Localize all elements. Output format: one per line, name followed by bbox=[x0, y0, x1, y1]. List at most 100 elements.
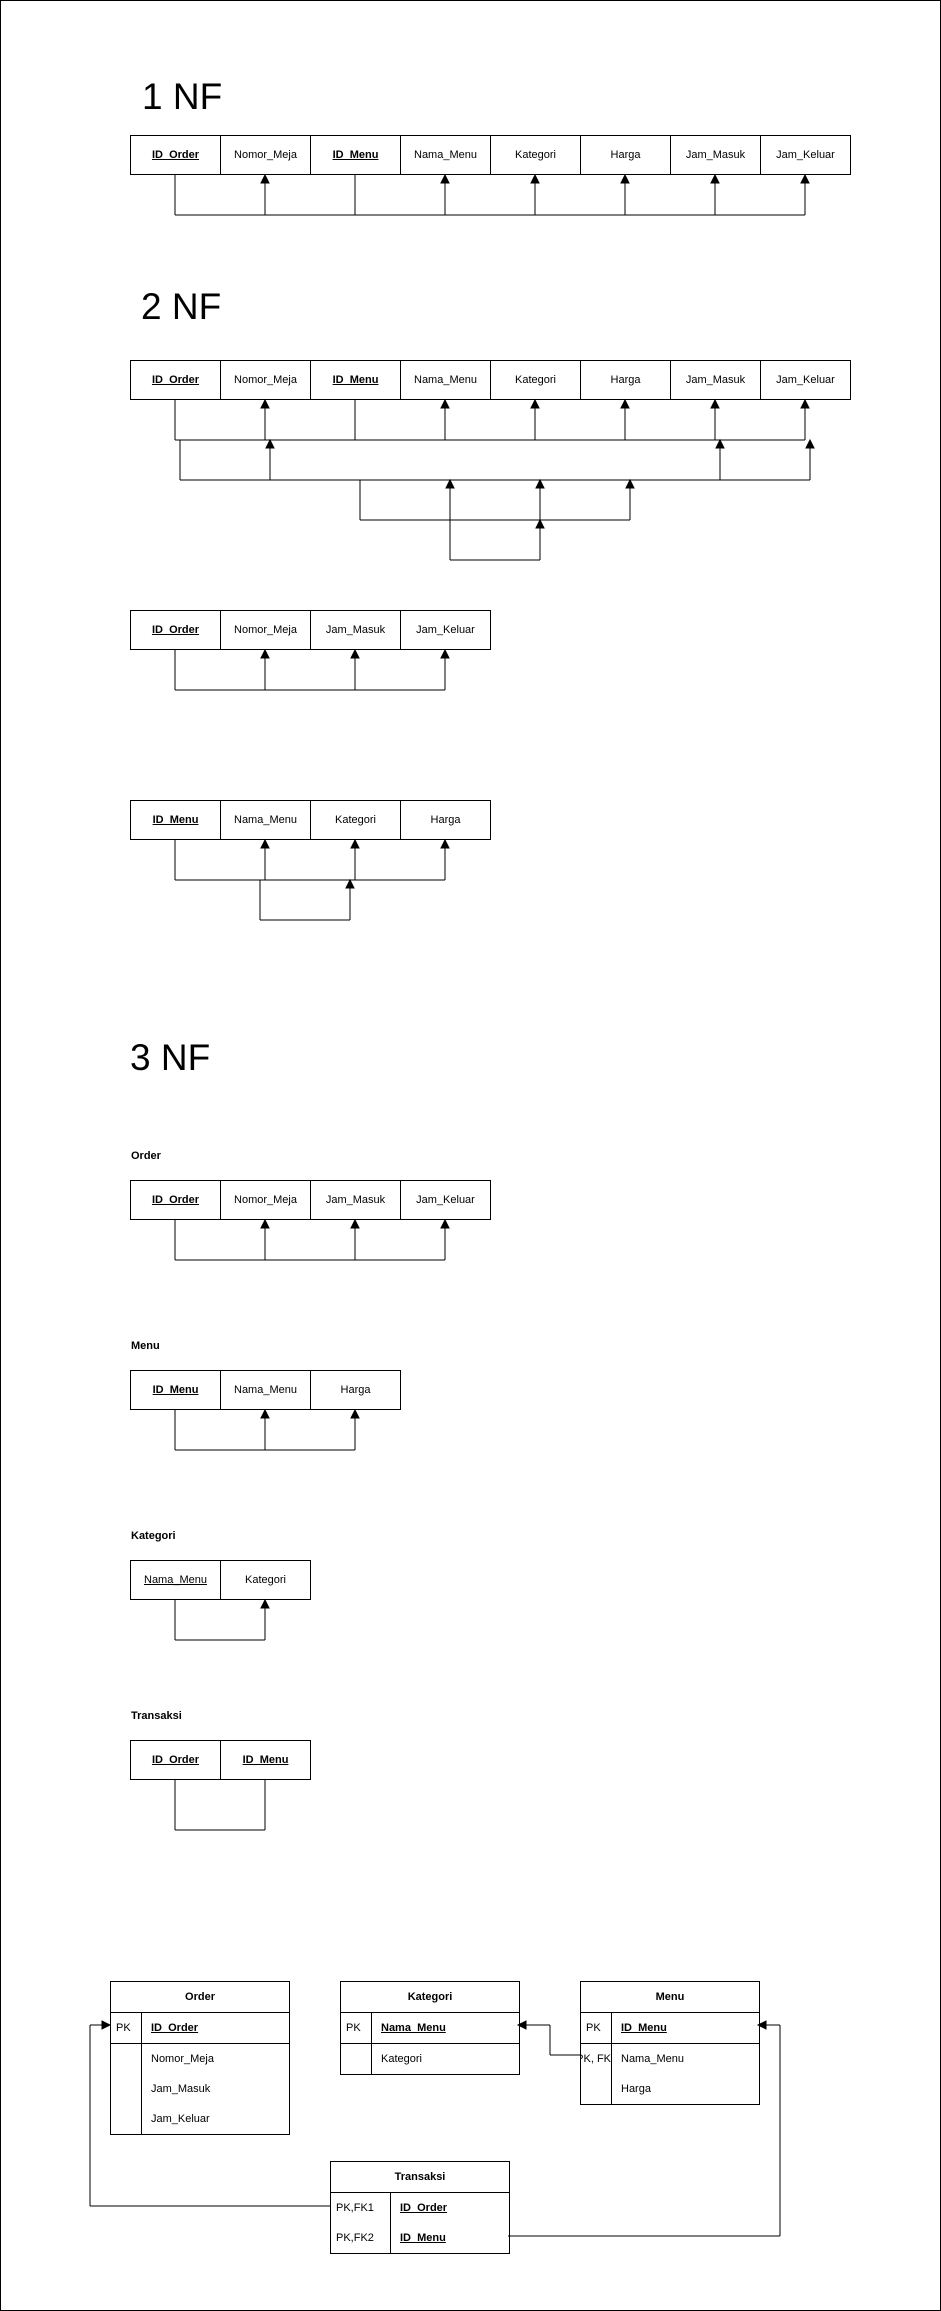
nf2-cell: Nama_Menu bbox=[400, 360, 491, 400]
erd-field: ID_Menu bbox=[400, 2232, 446, 2244]
nf1-cell: ID_Menu bbox=[310, 135, 401, 175]
nf3-order-cell: Jam_Masuk bbox=[310, 1180, 401, 1220]
erd-field: Nomor_Meja bbox=[151, 2053, 214, 2065]
arrow-head bbox=[260, 648, 270, 659]
nf2-full-table: ID_Order Nomor_Meja ID_Menu Nama_Menu Ka… bbox=[130, 360, 851, 400]
nf2-menu-table: ID_Menu Nama_Menu Kategori Harga bbox=[130, 800, 491, 840]
arrow-head bbox=[535, 518, 545, 529]
erd-field: ID_Menu bbox=[621, 2022, 667, 2034]
nf2-menu-cell: Harga bbox=[400, 800, 491, 840]
erd-key: PK bbox=[341, 2013, 372, 2043]
arrow-head bbox=[260, 1598, 270, 1609]
nf2-order-cell: ID_Order bbox=[130, 610, 221, 650]
nf1-cell: Harga bbox=[580, 135, 671, 175]
arrow-head bbox=[516, 2020, 527, 2030]
erd-field: Harga bbox=[621, 2083, 651, 2095]
arrow-head bbox=[535, 478, 545, 489]
nf2-cell: Kategori bbox=[490, 360, 581, 400]
erd-field: Jam_Keluar bbox=[151, 2113, 210, 2125]
arrow-head bbox=[260, 1218, 270, 1229]
nf3-order-cell: Nomor_Meja bbox=[220, 1180, 311, 1220]
nf2-cell: Jam_Keluar bbox=[760, 360, 851, 400]
arrow-head bbox=[350, 648, 360, 659]
erd-transaksi-entity: Transaksi PK,FK1 ID_Order PK,FK2 ID_Menu bbox=[330, 2161, 510, 2254]
arrow-head bbox=[530, 398, 540, 409]
arrow-head bbox=[440, 1218, 450, 1229]
arrow-head bbox=[350, 838, 360, 849]
erd-order-entity: Order PK ID_Order Nomor_Meja Jam_Masuk J… bbox=[110, 1981, 290, 2135]
erd-order-title: Order bbox=[111, 1982, 289, 2013]
arrow-head bbox=[620, 173, 630, 184]
erd-field: Nama_Menu bbox=[381, 2022, 446, 2034]
nf2-cell: Nomor_Meja bbox=[220, 360, 311, 400]
erd-kategori-entity: Kategori PK Nama_Menu Kategori bbox=[340, 1981, 520, 2075]
arrow-head bbox=[260, 398, 270, 409]
nf1-cell: Nomor_Meja bbox=[220, 135, 311, 175]
nf2-cell: ID_Menu bbox=[310, 360, 401, 400]
arrow-head bbox=[350, 1408, 360, 1419]
nf3-order-cell: ID_Order bbox=[130, 1180, 221, 1220]
arrow-head bbox=[800, 173, 810, 184]
arrow-head bbox=[260, 173, 270, 184]
nf1-cell: Jam_Keluar bbox=[760, 135, 851, 175]
nf2-menu-cell: Kategori bbox=[310, 800, 401, 840]
arrow-head bbox=[715, 438, 725, 449]
arrow-head bbox=[350, 1218, 360, 1229]
erd-key: PK,FK1 bbox=[331, 2193, 391, 2223]
arrow-head bbox=[345, 878, 355, 889]
arrow-head bbox=[440, 398, 450, 409]
nf2-order-cell: Jam_Keluar bbox=[400, 610, 491, 650]
arrow-head bbox=[756, 2020, 767, 2030]
nf1-table: ID_Order Nomor_Meja ID_Menu Nama_Menu Ka… bbox=[130, 135, 851, 175]
heading-2nf: 2 NF bbox=[141, 286, 222, 327]
arrow-head bbox=[440, 173, 450, 184]
erd-transaksi-title: Transaksi bbox=[331, 2162, 509, 2193]
nf3-menu-label: Menu bbox=[131, 1340, 160, 1352]
nf3-order-label: Order bbox=[131, 1150, 161, 1162]
arrow-head bbox=[710, 398, 720, 409]
nf3-order-cell: Jam_Keluar bbox=[400, 1180, 491, 1220]
nf3-order-table: ID_Order Nomor_Meja Jam_Masuk Jam_Keluar bbox=[130, 1180, 491, 1220]
erd-menu-title: Menu bbox=[581, 1982, 759, 2013]
nf3-kategori-label: Kategori bbox=[131, 1530, 176, 1542]
arrow-head bbox=[445, 478, 455, 489]
nf2-cell: ID_Order bbox=[130, 360, 221, 400]
erd-key: PK bbox=[581, 2013, 612, 2043]
arrow-head bbox=[710, 173, 720, 184]
nf2-order-table: ID_Order Nomor_Meja Jam_Masuk Jam_Keluar bbox=[130, 610, 491, 650]
arrow-head bbox=[620, 398, 630, 409]
nf3-menu-cell: Harga bbox=[310, 1370, 401, 1410]
nf3-transaksi-cell: ID_Menu bbox=[220, 1740, 311, 1780]
arrow-head bbox=[265, 438, 275, 449]
nf3-transaksi-table: ID_Order ID_Menu bbox=[130, 1740, 311, 1780]
arrow-head bbox=[625, 478, 635, 489]
erd-key: PK,FK2 bbox=[331, 2223, 391, 2253]
erd-menu-entity: Menu PK ID_Menu PK, FK Nama_Menu Harga bbox=[580, 1981, 760, 2105]
arrow-head bbox=[440, 648, 450, 659]
heading-1nf: 1 NF bbox=[142, 76, 223, 117]
arrow-head bbox=[805, 438, 815, 449]
nf3-menu-cell: ID_Menu bbox=[130, 1370, 221, 1410]
arrow-head bbox=[440, 838, 450, 849]
nf2-order-cell: Nomor_Meja bbox=[220, 610, 311, 650]
erd-field: ID_Order bbox=[400, 2202, 448, 2214]
nf2-cell: Jam_Masuk bbox=[670, 360, 761, 400]
nf2-menu-cell: Nama_Menu bbox=[220, 800, 311, 840]
arrow-head bbox=[101, 2020, 112, 2030]
erd-kategori-title: Kategori bbox=[341, 1982, 519, 2013]
nf3-transaksi-label: Transaksi bbox=[131, 1710, 182, 1722]
arrow-head bbox=[260, 838, 270, 849]
nf3-menu-cell: Nama_Menu bbox=[220, 1370, 311, 1410]
arrow-head bbox=[260, 1408, 270, 1419]
nf3-kategori-table: Nama_Menu Kategori bbox=[130, 1560, 311, 1600]
nf1-cell: Nama_Menu bbox=[400, 135, 491, 175]
erd-field: Nama_Menu bbox=[621, 2053, 684, 2065]
arrow-head bbox=[530, 173, 540, 184]
nf3-kategori-cell: Kategori bbox=[220, 1560, 311, 1600]
heading-3nf: 3 NF bbox=[130, 1037, 211, 1078]
nf3-transaksi-cell: ID_Order bbox=[130, 1740, 221, 1780]
arrow-head bbox=[800, 398, 810, 409]
erd-key: PK, FK bbox=[581, 2053, 611, 2065]
erd-field: Kategori bbox=[381, 2053, 422, 2065]
